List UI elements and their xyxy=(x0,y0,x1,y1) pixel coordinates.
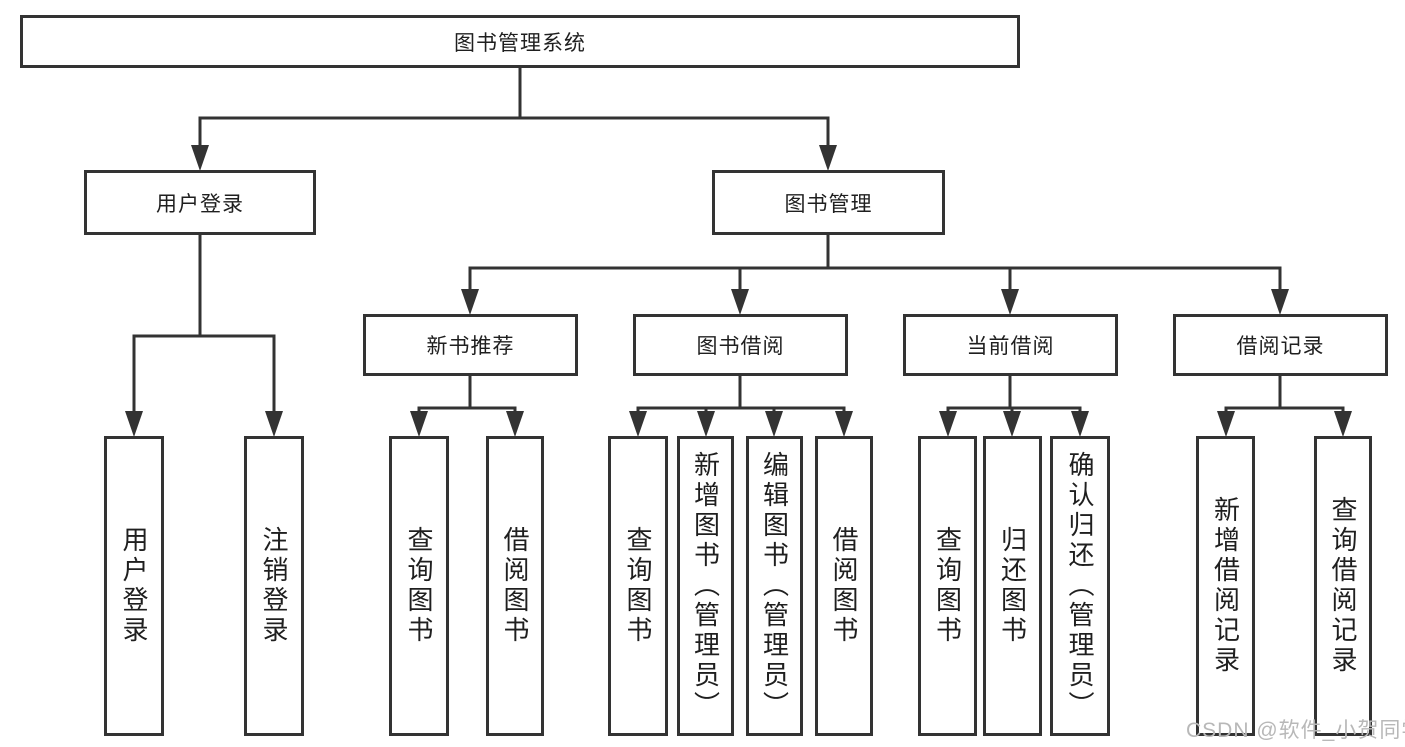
leaf-add-book-admin: 新增图书（管理员） xyxy=(677,436,734,736)
node-new-book-recommend: 新书推荐 xyxy=(363,314,578,376)
arrow-down-icon xyxy=(1217,411,1235,437)
arrow-down-icon xyxy=(1071,411,1089,437)
node-root: 图书管理系统 xyxy=(20,15,1020,68)
arrow-down-icon xyxy=(835,411,853,437)
arrow-down-icon xyxy=(1003,411,1021,437)
node-current-borrow: 当前借阅 xyxy=(903,314,1118,376)
connector-borrow-records-to-leaves xyxy=(1217,375,1352,437)
leaf-edit-book-admin: 编辑图书（管理员） xyxy=(746,436,803,736)
arrow-down-icon xyxy=(410,411,428,437)
leaf-logout: 注销登录 xyxy=(244,436,304,736)
node-book-borrow: 图书借阅 xyxy=(633,314,848,376)
arrow-down-icon xyxy=(731,289,749,315)
leaf-borrow-books-recommend: 借阅图书 xyxy=(486,436,544,736)
arrow-down-icon xyxy=(1334,411,1352,437)
node-book-management: 图书管理 xyxy=(712,170,945,235)
arrow-down-icon xyxy=(819,145,837,171)
arrow-down-icon xyxy=(265,411,283,437)
arrow-down-icon xyxy=(1271,289,1289,315)
arrow-down-icon xyxy=(461,289,479,315)
connector-book-borrow-to-leaves xyxy=(629,375,853,437)
node-user-login: 用户登录 xyxy=(84,170,316,235)
arrow-down-icon xyxy=(506,411,524,437)
arrow-down-icon xyxy=(939,411,957,437)
arrow-down-icon xyxy=(765,411,783,437)
node-borrow-records: 借阅记录 xyxy=(1173,314,1388,376)
leaf-add-borrow-record: 新增借阅记录 xyxy=(1196,436,1255,736)
arrow-down-icon xyxy=(697,411,715,437)
connector-new-book-recommend-to-leaves xyxy=(410,375,524,437)
arrow-down-icon xyxy=(191,145,209,171)
arrow-down-icon xyxy=(629,411,647,437)
connector-book-management-to-level3 xyxy=(461,234,1289,315)
leaf-query-books-borrow: 查询图书 xyxy=(608,436,668,736)
leaf-return-books: 归还图书 xyxy=(983,436,1042,736)
connector-user-login-to-leaves xyxy=(125,234,283,437)
leaf-confirm-return-admin: 确认归还（管理员） xyxy=(1050,436,1110,736)
csdn-watermark: CSDN @软件_小贺同学 xyxy=(1186,719,1405,742)
leaf-query-borrow-record: 查询借阅记录 xyxy=(1314,436,1372,736)
arrow-down-icon xyxy=(1001,289,1019,315)
leaf-query-books-current: 查询图书 xyxy=(918,436,977,736)
leaf-borrow-books: 借阅图书 xyxy=(815,436,873,736)
leaf-user-login: 用户登录 xyxy=(104,436,164,736)
connector-current-borrow-to-leaves xyxy=(939,375,1089,437)
arrow-down-icon xyxy=(125,411,143,437)
leaf-query-books-recommend: 查询图书 xyxy=(389,436,449,736)
connector-root-to-level2 xyxy=(191,67,837,171)
